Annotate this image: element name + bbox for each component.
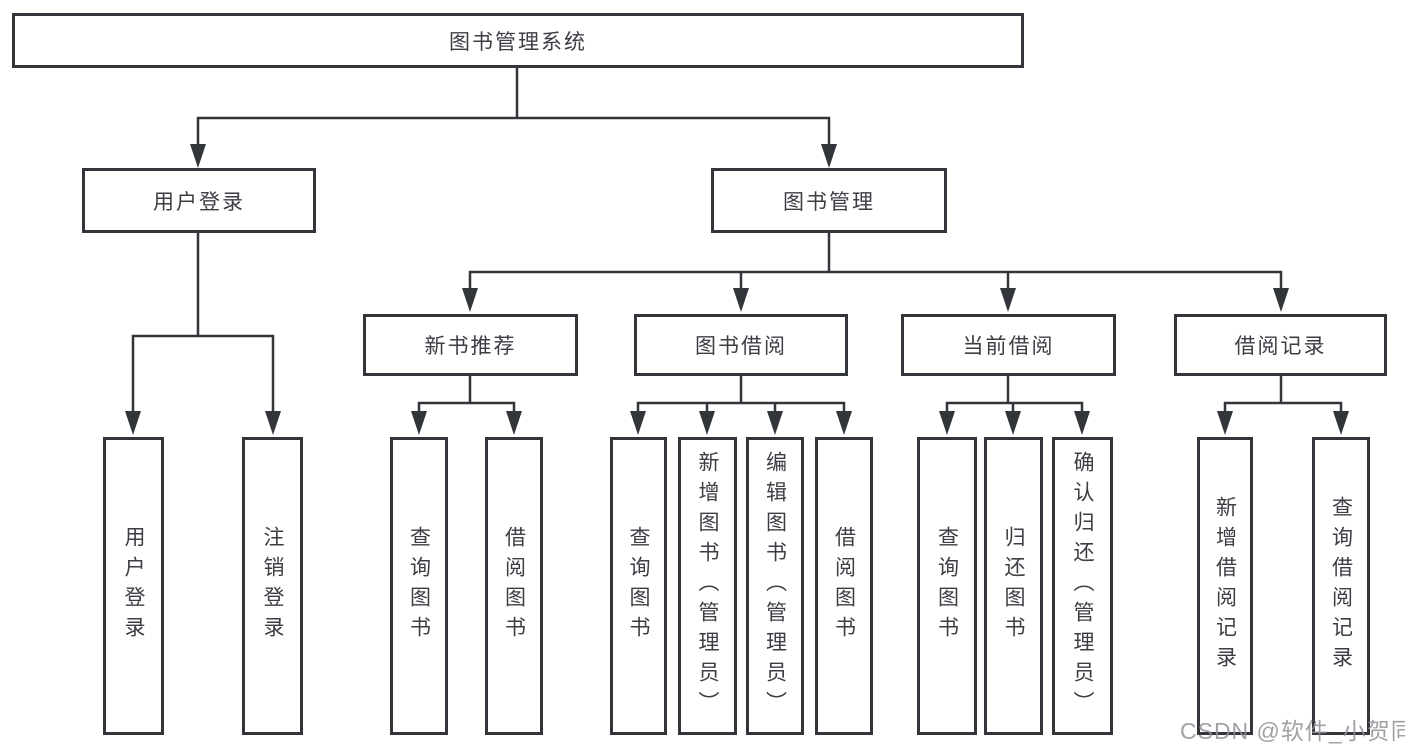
node-current-borrowing: 当前借阅: [901, 314, 1116, 376]
node-label: 查询图书: [935, 526, 959, 646]
node-label: 图书管理: [783, 190, 875, 214]
node-borrow-records: 借阅记录: [1174, 314, 1387, 376]
node-borrow-books-recommend: 借阅图书: [485, 437, 543, 735]
node-user-login: 用户登录: [103, 437, 164, 735]
node-library-management-system: 图书管理系统: [12, 13, 1024, 68]
arrowheads: [125, 144, 1349, 435]
node-label: 编辑图书（管理员）: [763, 451, 787, 721]
node-label: 注销登录: [261, 526, 284, 646]
node-label: 确认归还（管理员）: [1071, 451, 1094, 721]
csdn-watermark: CSDN @软件_小贺同学: [1180, 718, 1405, 744]
node-new-book-recommend: 新书推荐: [363, 314, 578, 376]
node-add-borrow-record: 新增借阅记录: [1197, 437, 1253, 735]
node-query-books-current: 查询图书: [917, 437, 977, 735]
node-query-borrow-record: 查询借阅记录: [1312, 437, 1370, 735]
node-label: 图书借阅: [695, 335, 787, 358]
node-book-management: 图书管理: [711, 168, 947, 233]
node-label: 借阅图书: [832, 526, 856, 646]
node-label: 借阅图书: [502, 526, 526, 646]
node-add-books-admin: 新增图书（管理员）: [678, 437, 737, 735]
node-label: 用户登录: [153, 190, 245, 214]
node-label: 新增图书（管理员）: [696, 451, 719, 721]
node-return-books: 归还图书: [984, 437, 1043, 735]
node-label: 当前借阅: [962, 335, 1055, 358]
node-borrow-books: 借阅图书: [815, 437, 873, 735]
node-label: 新书推荐: [424, 335, 517, 358]
node-label: 查询图书: [407, 526, 431, 646]
node-label: 图书管理系统: [449, 30, 587, 54]
node-edit-books-admin: 编辑图书（管理员）: [746, 437, 804, 735]
node-label: 查询图书: [627, 526, 650, 646]
node-user-login-branch: 用户登录: [82, 168, 316, 233]
node-confirm-return-admin: 确认归还（管理员）: [1052, 437, 1113, 735]
node-label: 归还图书: [1002, 526, 1025, 646]
node-label: 查询借阅记录: [1329, 496, 1353, 676]
node-query-books-recommend: 查询图书: [390, 437, 448, 735]
node-label: 借阅记录: [1234, 335, 1327, 358]
node-label: 用户登录: [122, 526, 145, 646]
node-logout: 注销登录: [242, 437, 303, 735]
node-label: 新增借阅记录: [1213, 496, 1237, 676]
node-book-borrowing: 图书借阅: [634, 314, 848, 376]
node-query-books-borrowing: 查询图书: [610, 437, 667, 735]
